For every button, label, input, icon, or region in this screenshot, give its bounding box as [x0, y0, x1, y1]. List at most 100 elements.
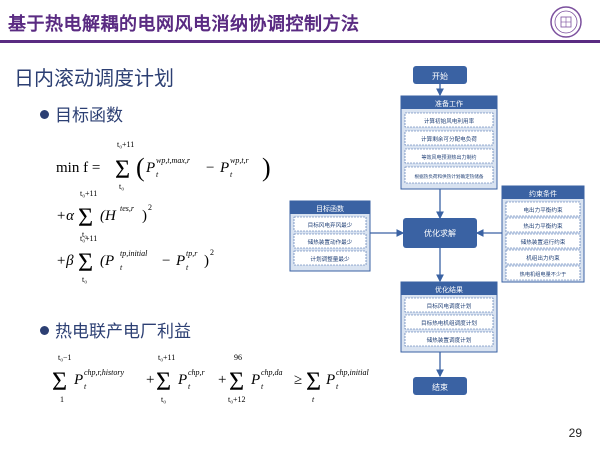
f3-prefix: +β: [56, 253, 74, 269]
f1-term-b-sub: t: [230, 170, 233, 179]
constraint-item: 储热装置运行约束: [521, 238, 566, 246]
page-number: 29: [568, 426, 582, 440]
section-subtitle: 日内滚动调度计划: [14, 66, 174, 90]
end-label: 结束: [432, 382, 448, 392]
f3-term-b: P: [175, 253, 185, 269]
constraint-item: 热出力平衡约束: [523, 222, 563, 230]
f2-sigma: Σ: [78, 203, 93, 232]
formula-line-1: min f = t₀+11 Σ t₀ ( P wp,t,max,r t − P …: [56, 140, 271, 191]
dispatch-flowchart: 开始 准备工作 计算初始风电利用率 计算剩余可分配电负荷 等效风电预测热出力制约…: [289, 66, 585, 395]
f1-minus: −: [206, 160, 214, 176]
prep-header: 准备工作: [435, 99, 463, 108]
constraint-item: 电出力平衡约束: [523, 206, 563, 214]
formula-line-2: +α t₀+11 Σ t₀ (H tes,r ) 2: [56, 189, 152, 239]
f2-term-sup: tes,r: [120, 204, 135, 213]
f3-square: 2: [210, 248, 214, 257]
f4-plus1: +: [146, 372, 154, 388]
f1-sum-lower: t₀: [119, 182, 124, 191]
constraint-item: 机组出力约束: [526, 254, 560, 262]
f2-close: ): [142, 208, 147, 224]
f2-term: (H: [100, 208, 117, 224]
f4-t2: P: [177, 372, 187, 388]
f3-term-a-sub: t: [120, 263, 123, 272]
f4-t3-sub: t: [261, 382, 264, 391]
result-item: 目标热电机组调度计划: [421, 319, 477, 327]
prep-item: 计算剩余可分配电负荷: [421, 135, 477, 143]
objective-item: 储热装置动作最少: [308, 238, 353, 246]
result-item: 目标风电调度计划: [427, 302, 472, 310]
bullet-chp-label: 热电联产电厂利益: [55, 322, 191, 342]
f4-s4-lower: t: [312, 395, 315, 404]
prep-item: 计算初始风电利用率: [424, 117, 475, 125]
f4-t2-sub: t: [188, 382, 191, 391]
bullet-objective-label: 目标函数: [55, 106, 123, 126]
solve-label: 优化求解: [424, 228, 456, 238]
bullet-dot: [40, 325, 49, 335]
bullet-dot: [40, 109, 49, 119]
result-item: 储热装置调度计划: [427, 336, 472, 344]
f4-t1-sub: t: [84, 382, 87, 391]
result-box: 优化结果 目标风电调度计划 目标热电机组调度计划 储热装置调度计划: [400, 281, 498, 353]
constraint-item: 热电机组电量不少于: [520, 270, 567, 278]
f3-sum-lower: t₀: [82, 275, 87, 284]
f3-sum-upper: t₀+11: [80, 234, 97, 243]
f2-sum-upper: t₀+11: [80, 189, 97, 198]
end-node: 结束: [413, 377, 467, 395]
f3-term-a: (P: [100, 253, 114, 269]
f4-t4: P: [325, 372, 335, 388]
f4-t2-sup: chp,r: [188, 368, 206, 377]
objective-header: 目标函数: [316, 204, 344, 213]
f3-term-a-sup: tp,initial: [120, 249, 148, 258]
solve-node: 优化求解: [403, 218, 477, 248]
f4-s1-upper: t₀−1: [58, 353, 72, 362]
f4-s2-lower: t₀: [161, 395, 166, 404]
f3-close: ): [204, 253, 209, 269]
f2-square: 2: [148, 203, 152, 212]
f4-s2-upper: t₀+11: [158, 353, 175, 362]
objective-item: 目标风电弃风最少: [308, 221, 353, 229]
f4-geq: ≥: [294, 372, 302, 388]
f1-term-a-sup: wp,t,max,r: [156, 156, 191, 165]
slide-title: 基于热电解耦的电网风电消纳协调控制方法: [8, 14, 360, 35]
f2-prefix: +α: [56, 208, 75, 224]
f1-sum-upper: t₀+11: [117, 140, 134, 149]
f1-lhs: min f =: [56, 160, 100, 176]
f4-sigma-1: Σ: [52, 367, 67, 396]
f1-term-b: P: [219, 160, 229, 176]
start-node: 开始: [413, 66, 467, 84]
bullet-objective: 目标函数: [40, 101, 123, 126]
f4-s1-lower: 1: [60, 395, 64, 404]
bullet-chp-benefit: 热电联产电厂利益: [40, 317, 191, 342]
f3-minus: −: [162, 253, 170, 269]
f4-s3-upper: 96: [234, 353, 242, 362]
f4-plus2: +: [218, 372, 226, 388]
f1-sigma: Σ: [115, 155, 130, 184]
prep-item: 等效风电预测热出力制约: [421, 154, 476, 161]
prep-item: 根据热负荷和供热计划确定热储备: [415, 173, 484, 180]
f3-term-b-sub: t: [186, 263, 189, 272]
f2-sum-lower: t₀: [82, 230, 87, 239]
formula-line-3: +β t₀+11 Σ t₀ (P tp,initial t − P tp,r t…: [56, 234, 214, 284]
f4-t1: P: [73, 372, 83, 388]
result-header: 优化结果: [435, 285, 463, 294]
prep-box: 准备工作 计算初始风电利用率 计算剩余可分配电负荷 等效风电预测热出力制约 根据…: [400, 95, 498, 190]
f4-t1-sup: chp,r,history: [84, 368, 124, 377]
constraints-box: 约束条件 电出力平衡约束 热出力平衡约束 储热装置运行约束 机组出力约束 热电机…: [501, 185, 585, 283]
f3-term-b-sup: tp,r: [186, 249, 198, 258]
university-seal-icon: [550, 6, 582, 38]
f4-sigma-3: Σ: [229, 367, 244, 396]
objective-item: 计划调整量最少: [310, 255, 350, 263]
f1-term-a-sub: t: [156, 170, 159, 179]
start-label: 开始: [432, 71, 448, 81]
f1-term-a: P: [145, 160, 155, 176]
f4-t4-sup: chp,initial: [336, 368, 369, 377]
f4-t3: P: [250, 372, 260, 388]
flowchart-connectors: [370, 84, 502, 378]
f4-t4-sub: t: [336, 382, 339, 391]
objective-formulas: min f = t₀+11 Σ t₀ ( P wp,t,max,r t − P …: [56, 140, 271, 284]
f4-sigma-4: Σ: [306, 367, 321, 396]
objective-box: 目标函数 目标风电弃风最少 储热装置动作最少 计划调整量最少: [289, 200, 371, 272]
chp-inequality: t₀−1 Σ 1 P chp,r,history t + t₀+11 Σ t₀ …: [52, 353, 369, 404]
f1-term-b-sup: wp,t,r: [230, 156, 250, 165]
f4-t3-sup: chp,da: [261, 368, 283, 377]
